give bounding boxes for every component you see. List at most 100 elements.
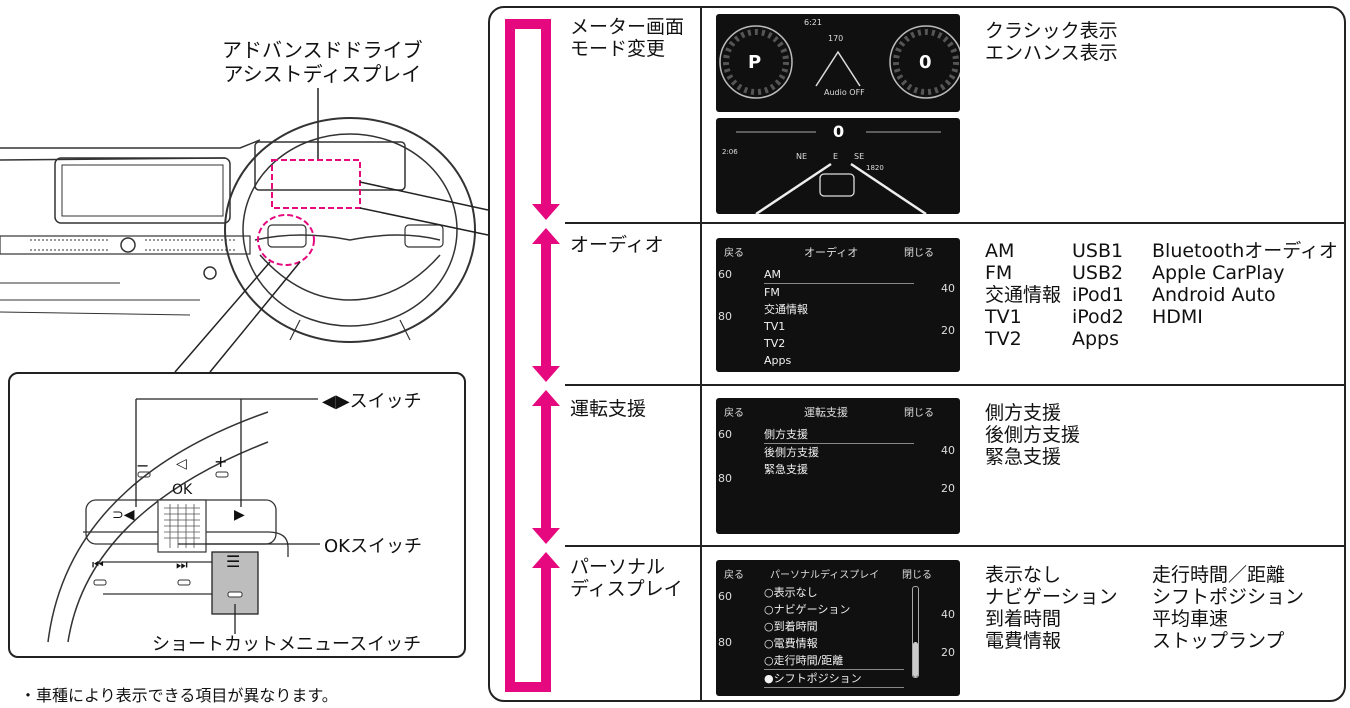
list-item[interactable]: FM — [764, 286, 780, 299]
meter-classic-speed: 0 — [919, 52, 932, 73]
list-item[interactable]: ○表示なし — [764, 586, 818, 599]
audio-title: オーディオ — [804, 246, 859, 259]
gauge-num: 60 — [718, 590, 732, 603]
menu-table-frame — [488, 6, 1346, 702]
row-label-meter-line2: モード変更 — [570, 38, 666, 60]
list-item: Bluetoothオーディオ — [1152, 240, 1338, 262]
audio-list: AM FM 交通情報 TV1 TV2 Apps — [764, 266, 914, 369]
list-item[interactable]: ○ナビゲーション — [764, 603, 851, 616]
next-track-icon[interactable]: ⏭ — [176, 558, 188, 573]
compass-e: E — [833, 152, 839, 161]
minus-button[interactable]: − — [136, 456, 150, 475]
list-item: 後側方支援 — [985, 424, 1081, 446]
meter-classic-time: 6:21 — [804, 18, 822, 27]
gauge-num: 60 — [718, 428, 732, 441]
list-item[interactable]: AM — [764, 266, 914, 284]
list-item[interactable]: TV2 — [764, 337, 786, 350]
list-item: 走行時間／距離 — [1152, 564, 1286, 586]
list-item: 側方支援 — [985, 402, 1062, 424]
right-button[interactable]: ▶ — [234, 507, 245, 523]
list-item: Apple CarPlay — [1152, 262, 1285, 284]
meter-enhance-dist: 1820 — [866, 164, 884, 172]
shortcut-menu-switch — [211, 551, 259, 615]
compass-se: SE — [854, 152, 865, 161]
personal-items-col1: 表示なし ナビゲーション 到着時間 電費情報 — [985, 564, 1118, 652]
list-item: ストップランプ — [1152, 630, 1285, 652]
gauge-num: 80 — [718, 472, 732, 485]
ok-text: OK — [172, 482, 193, 498]
scrollbar[interactable] — [912, 586, 919, 678]
switch-detail-box — [8, 372, 466, 658]
meter-item-enhance: エンハンス表示 — [985, 42, 1118, 64]
dashboard-illustration — [0, 88, 489, 373]
ok-switch-label: OKスイッチ — [324, 536, 422, 557]
row-label-meter-line1: メーター画面 — [570, 16, 685, 38]
gauge-num: 80 — [718, 636, 732, 649]
list-item[interactable]: ●シフトポジション — [764, 669, 904, 688]
list-item: HDMI — [1152, 306, 1203, 328]
list-item: TV1 — [985, 306, 1022, 328]
list-item: 到着時間 — [985, 608, 1062, 630]
display-title-line2: アシストディスプレイ — [223, 62, 422, 86]
row-label-assist: 運転支援 — [570, 398, 647, 420]
gauge-num: 20 — [941, 646, 955, 659]
personal-screen: 戻る パーソナルディスプレイ 閉じる 60 80 40 20 ○表示なし ○ナビ… — [716, 560, 960, 696]
row-label-personal-line1: パーソナル — [570, 556, 666, 578]
audio-items-col1: AM FM 交通情報 TV1 TV2 — [985, 240, 1061, 350]
list-item[interactable]: TV1 — [764, 320, 786, 333]
audio-close[interactable]: 閉じる — [904, 248, 934, 259]
gauge-num: 20 — [941, 482, 955, 495]
assist-close[interactable]: 閉じる — [904, 408, 934, 419]
gauge-num: 40 — [941, 282, 955, 295]
list-item[interactable]: ○電費情報 — [764, 637, 818, 650]
list-item: ナビゲーション — [985, 586, 1118, 608]
personal-back[interactable]: 戻る — [724, 570, 744, 581]
row-label-audio: オーディオ — [570, 234, 664, 256]
assist-title: 運転支援 — [804, 406, 848, 419]
row-label-personal-line2: ディスプレイ — [570, 578, 683, 600]
list-item[interactable]: 側方支援 — [764, 426, 914, 444]
list-item: FM — [985, 262, 1013, 284]
meter-classic-trip: 170 — [828, 34, 844, 43]
meter-classic-screen: 6:21 170 P 0 Audio OFF — [716, 14, 960, 112]
personal-items-col2: 走行時間／距離 シフトポジション 平均車速 ストップランプ — [1152, 564, 1304, 652]
list-item: TV2 — [985, 328, 1022, 350]
gauge-num: 20 — [941, 324, 955, 337]
row-label-meter: メーター画面 モード変更 — [570, 16, 684, 60]
gauge-num: 60 — [718, 268, 732, 281]
meter-enhance-screen: 0 2:06 NE E SE 1820 — [716, 118, 960, 214]
assist-items: 側方支援 後側方支援 緊急支援 — [985, 402, 1080, 468]
list-item: 緊急支援 — [985, 446, 1062, 468]
gauge-num: 40 — [941, 608, 955, 621]
compass-ne: NE — [796, 152, 808, 161]
meter-items: クラシック表示 エンハンス表示 — [985, 20, 1118, 64]
list-item: iPod2 — [1072, 306, 1124, 328]
list-item[interactable]: Apps — [764, 354, 792, 367]
personal-close[interactable]: 閉じる — [902, 570, 932, 581]
list-item: Apps — [1072, 328, 1120, 350]
assist-back[interactable]: 戻る — [724, 408, 744, 419]
prev-track-icon[interactable]: ⏮ — [92, 558, 104, 573]
footnote: ・車種により表示できる項目が異なります。 — [20, 686, 338, 705]
meter-classic-gear: P — [748, 52, 762, 73]
meter-enhance-speed: 0 — [833, 122, 845, 141]
cycle-arrow — [505, 19, 560, 692]
list-item[interactable]: ○到着時間 — [764, 620, 818, 633]
list-item[interactable]: 後側方支援 — [764, 446, 819, 459]
plus-button[interactable]: + — [214, 452, 228, 471]
list-item: 交通情報 — [985, 284, 1062, 306]
gauge-num: 80 — [718, 310, 732, 323]
display-title-line1: アドバンスドドライブ — [222, 38, 423, 62]
column-separator — [700, 6, 702, 702]
audio-back[interactable]: 戻る — [724, 248, 744, 259]
list-item[interactable]: ○走行時間/距離 — [764, 654, 844, 667]
assist-list: 側方支援 後側方支援 緊急支援 — [764, 426, 914, 478]
list-item[interactable]: 交通情報 — [764, 303, 808, 316]
back-left-button[interactable]: ⊃◀ — [112, 507, 135, 523]
personal-title: パーソナルディスプレイ — [770, 570, 880, 581]
list-item[interactable]: 緊急支援 — [764, 463, 808, 476]
list-item: 表示なし — [985, 564, 1062, 586]
display-title: アドバンスドドライブ アシストディスプレイ — [222, 38, 423, 86]
assist-screen: 戻る 運転支援 閉じる 60 80 40 20 側方支援 後側方支援 緊急支援 — [716, 398, 960, 534]
list-icon: ☰ — [226, 552, 241, 571]
